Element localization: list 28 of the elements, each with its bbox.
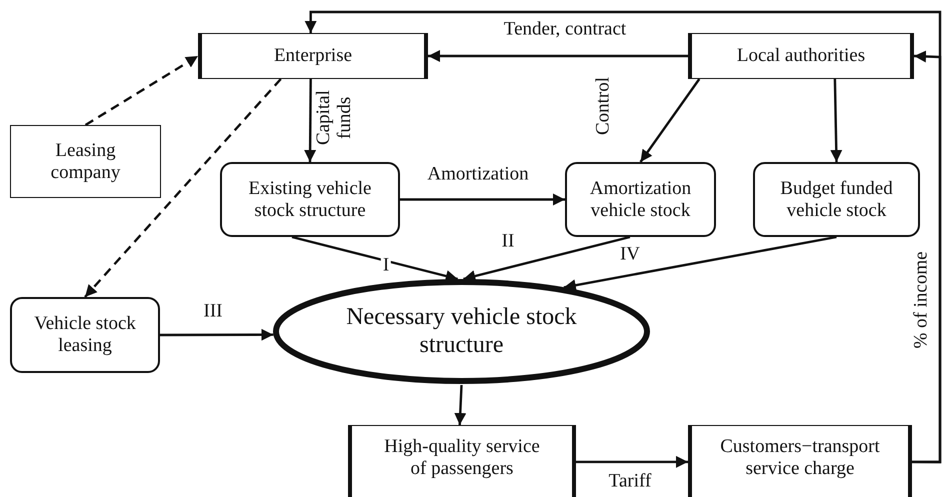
arrow [304, 10, 942, 464]
arrow [400, 194, 565, 206]
edge-label: Capital funds [312, 90, 356, 148]
rounded-box: Budget funded vehicle stock [753, 162, 920, 237]
process-box: Enterprise [198, 33, 428, 79]
arrow [640, 78, 700, 163]
ellipse-node: Necessary vehicle stock structure [272, 278, 651, 385]
arrow [830, 78, 842, 162]
arrow [463, 236, 630, 282]
edge-label: % of income [910, 251, 933, 349]
rounded-box: Vehicle stock leasing [10, 297, 160, 373]
arrow [160, 328, 274, 341]
rounded-box: Existing vehicle stock structure [220, 162, 400, 237]
arrow [428, 50, 688, 62]
rounded-box: Amortization vehicle stock [565, 162, 716, 237]
edge-label: Tender, contract [502, 20, 628, 40]
process-box: Local authorities [688, 33, 914, 79]
dashed-arrow [84, 78, 282, 298]
arrow [292, 236, 458, 282]
arrow [576, 456, 688, 468]
dashed-arrow [84, 54, 199, 126]
arrow [564, 236, 837, 292]
arrow [304, 79, 316, 162]
edge-label: Control [592, 76, 615, 136]
arrow [454, 384, 466, 426]
process-box: High-quality service of passengers [348, 425, 576, 497]
process-box: Customers−transport service charge [688, 425, 912, 497]
process-box: Leasing company [10, 125, 161, 198]
